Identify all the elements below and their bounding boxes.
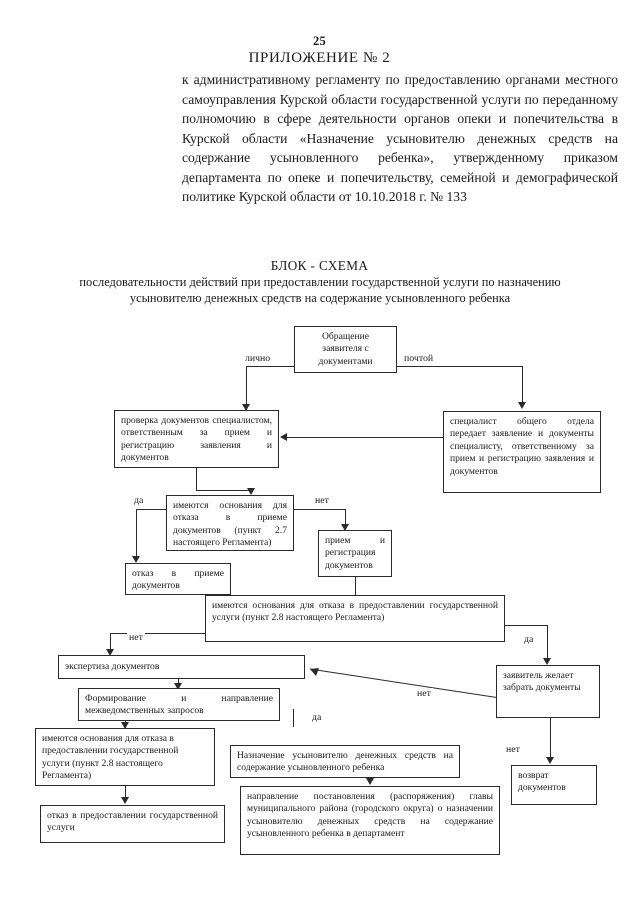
scheme-title: БЛОК - СХЕМА [270, 258, 369, 273]
flow-node-interagency-requests: Формирование и направление межведомствен… [78, 688, 280, 721]
edge-line [550, 718, 551, 762]
edge-line [246, 366, 294, 367]
edge-arrow [366, 778, 374, 785]
edge-line [345, 509, 346, 526]
edge-line [196, 490, 251, 491]
edge-label-in-person: лично [243, 353, 273, 364]
edge-arrow [242, 404, 250, 411]
edge-label-yes-3: да [310, 712, 324, 723]
edge-label-by-mail: почтой [402, 353, 436, 364]
edge-line [355, 577, 356, 595]
edge-line [196, 468, 197, 490]
edge-line [110, 633, 111, 651]
flow-node-refusal-grounds-service: имеются основания для отказа в предостав… [205, 595, 505, 642]
flow-node-applicant-wants-return: заявитель желает забрать документы [496, 665, 600, 718]
edge-arrow [106, 649, 114, 656]
flow-node-assign-funds: Назначение усыновителю денежных средств … [230, 745, 460, 778]
edge-arrow [341, 524, 349, 531]
flow-node-check-documents: проверка документов специалистом, ответс… [114, 410, 279, 468]
edge-line [294, 509, 346, 510]
flow-node-send-resolution: направление постановления (распоряжения)… [240, 786, 500, 855]
edge-line [547, 625, 548, 661]
flow-node-general-dept-specialist: специалист общего отдела передает заявле… [443, 411, 601, 493]
edge-line [397, 366, 523, 367]
edge-arrow [132, 556, 140, 563]
scheme-subtitle: последовательности действий при предоста… [79, 275, 561, 305]
edge-arrow [247, 488, 255, 495]
flow-node-return-documents: возврат документов [511, 765, 597, 805]
edge-diagonal [300, 665, 500, 700]
flow-node-refusal-service: отказ в предоставлении государственной у… [40, 805, 225, 843]
edge-arrow [546, 757, 554, 764]
edge-line [178, 679, 179, 686]
flow-node-applicant-request: Обращение заявителя с документами [294, 326, 397, 373]
edge-label-no-4: нет [504, 744, 522, 755]
flow-node-accept-and-register: прием и регистрация документов [318, 530, 392, 577]
edge-line [136, 509, 137, 559]
edge-arrow [121, 797, 129, 804]
flow-node-refusal-grounds-acceptance: имеются основания для отказа в приеме до… [166, 495, 294, 551]
edge-line [125, 786, 126, 800]
edge-arrow [543, 658, 551, 665]
flow-node-refusal-grounds-service-2: имеются основания для отказа в предостав… [35, 728, 215, 786]
edge-line [136, 509, 166, 510]
edge-arrow [518, 402, 526, 409]
edge-label-no-2: нет [127, 632, 145, 643]
edge-line [110, 633, 205, 634]
edge-label-yes-1: да [132, 495, 146, 506]
appendix-title: ПРИЛОЖЕНИЕ № 2 [248, 50, 391, 66]
edge-line [522, 366, 523, 406]
edge-label-no-3: нет [415, 688, 433, 699]
edge-line [246, 366, 247, 408]
edge-line [293, 709, 294, 727]
edge-arrow [121, 722, 129, 729]
header-paragraph: к административному регламенту по предос… [182, 72, 618, 204]
edge-label-yes-2: да [522, 634, 536, 645]
edge-label-no-1: нет [313, 495, 331, 506]
page-number: 25 [312, 34, 327, 48]
edge-line [287, 437, 443, 438]
edge-line [505, 625, 548, 626]
flow-node-refusal-acceptance: отказ в приеме документов [125, 563, 231, 595]
edge-arrow [174, 683, 182, 690]
edge-arrow [280, 433, 287, 441]
flow-node-expertise: экспертиза документов [58, 655, 305, 679]
